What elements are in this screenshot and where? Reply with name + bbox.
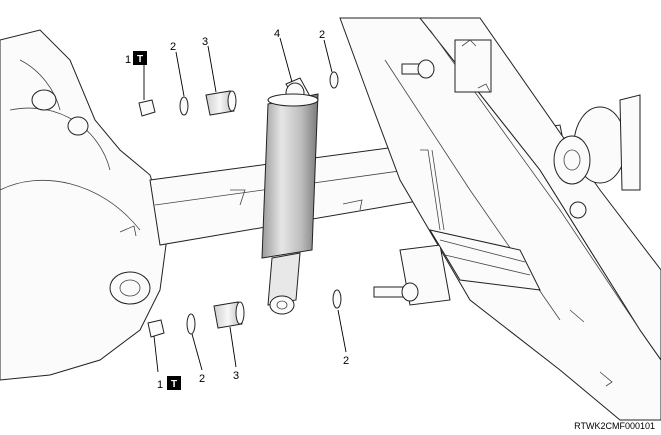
callout-1-upper: 1 T [125,51,147,66]
callout-number: 1 [157,379,163,391]
torque-symbol: T [171,379,177,390]
callout-number: 3 [233,370,239,382]
leader-4 [279,37,293,83]
upper-bushing [205,90,237,116]
lower-nut [147,319,165,338]
callout-number: 3 [202,36,208,48]
callout-1-lower: 1 T [157,376,181,391]
leader-2-upper-left [175,51,185,97]
upper-washer-inner [179,96,189,116]
callout-number: 1 [125,54,131,66]
upper-washer-outer [329,71,339,89]
upper-nut [138,99,156,117]
leader-2-lower-right [337,309,347,353]
axle-housing [0,29,169,381]
callout-3-upper: 3 [202,36,208,48]
torque-icon [133,51,147,65]
u-bolt [420,149,445,231]
leader-1-lower [153,335,159,373]
callout-number: 2 [170,41,176,53]
leader-2-upper-right [323,39,333,73]
callout-2-lower-left: 2 [199,373,205,385]
callout-2-upper-right: 2 [319,29,325,41]
callout-2-upper-left: 2 [170,41,176,53]
lower-washer-outer [332,289,342,309]
hub-assembly [553,94,641,219]
lower-bushing [213,301,245,329]
callout-number: 2 [319,29,325,41]
leader-3-upper [207,45,217,93]
figure-code: RTWK2CMF000101 [574,421,655,431]
shock-absorber [261,77,319,315]
upper-mounting-stud [401,59,435,79]
leader-3-lower [229,326,237,368]
torque-symbol: T [137,54,143,65]
callout-2-lower-right: 2 [343,355,349,367]
callout-number: 2 [343,355,349,367]
lower-washer-inner [186,313,196,335]
leaf-spring [428,229,541,291]
lower-mounting-stud [373,244,451,306]
callout-number: 2 [199,373,205,385]
callout-3-lower: 3 [233,370,239,382]
leader-2-lower-left [191,333,203,371]
callout-4: 4 [274,28,280,40]
frame-rail [339,17,661,421]
callout-number: 4 [274,28,280,40]
torque-icon [167,376,181,390]
